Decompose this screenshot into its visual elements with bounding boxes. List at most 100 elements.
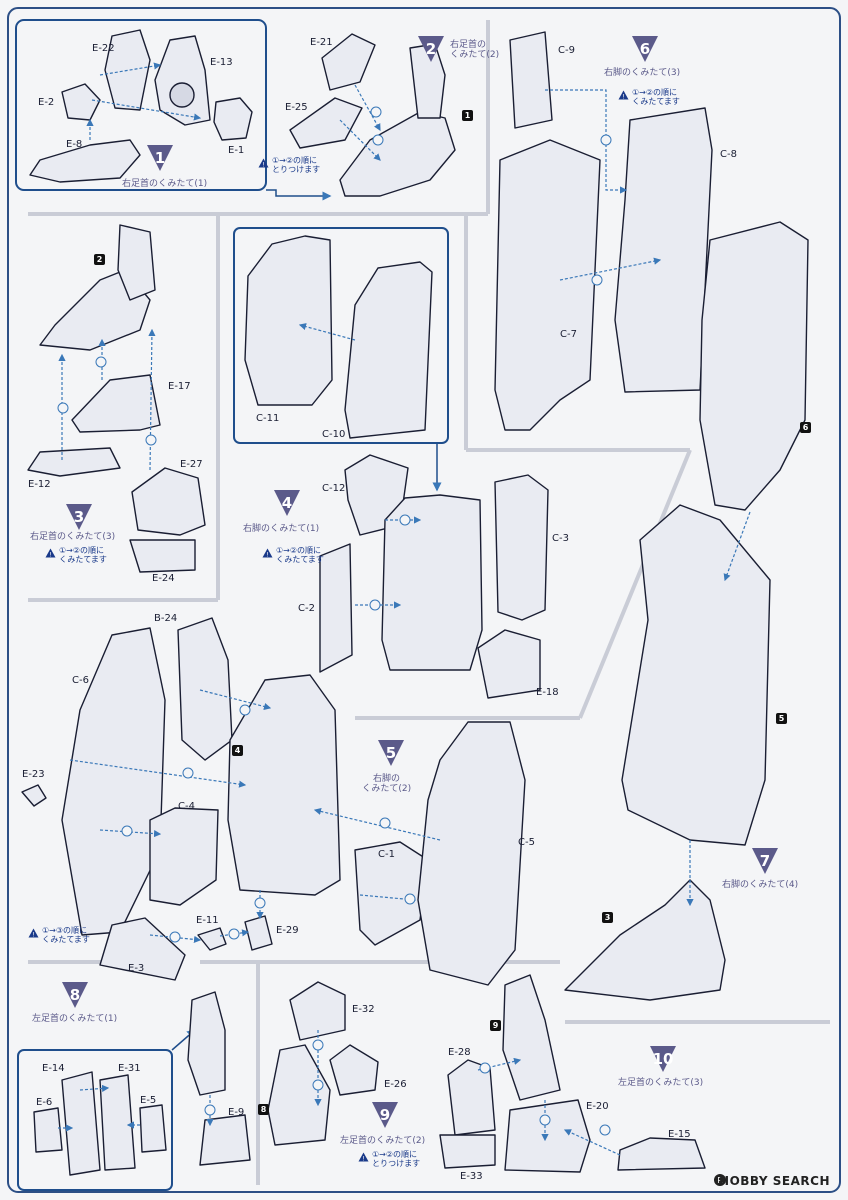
step-number: 7 bbox=[759, 852, 771, 870]
step-reference-marker: 5 bbox=[776, 713, 787, 724]
part-label: E-21 bbox=[310, 37, 333, 48]
part-label: C-6 bbox=[72, 675, 89, 686]
step-number-badge: 4 bbox=[270, 488, 304, 518]
part-label: C-10 bbox=[322, 429, 346, 440]
step-title: 右足首の くみたて(2) bbox=[450, 40, 500, 61]
part-label: E-20 bbox=[586, 1101, 609, 1112]
warning-icon: ! bbox=[618, 90, 629, 100]
step-number-badge: 6 bbox=[628, 34, 662, 64]
part-label: C-5 bbox=[518, 837, 535, 848]
warning-icon: ! bbox=[45, 548, 56, 558]
part-label: E-17 bbox=[168, 381, 191, 392]
part-label: C-8 bbox=[720, 149, 737, 160]
step-number: 9 bbox=[379, 1106, 391, 1124]
step-number-badge: 5 bbox=[374, 738, 408, 768]
svg-text:!: ! bbox=[262, 162, 264, 168]
step-title: 左足首のくみたて(2) bbox=[340, 1136, 426, 1146]
warning-icon: ! bbox=[358, 1152, 369, 1162]
step-reference-marker: 6 bbox=[800, 422, 811, 433]
part-label: E-27 bbox=[180, 459, 203, 470]
note-text: ①→②の順に くみたてます bbox=[59, 546, 107, 565]
step-title: 左足首のくみたて(3) bbox=[618, 1078, 704, 1088]
part-label: E-26 bbox=[384, 1079, 407, 1090]
assembly-note: ! ①→②の順に とりつけます bbox=[258, 156, 320, 174]
step-title: 右脚の くみたて(2) bbox=[362, 774, 412, 795]
part-label: E-18 bbox=[536, 687, 559, 698]
step-number-badge: 10 bbox=[646, 1044, 680, 1074]
part-label: C-3 bbox=[552, 533, 569, 544]
step-title: 右足首のくみたて(1) bbox=[122, 179, 208, 189]
part-label: E-3 bbox=[128, 963, 145, 974]
svg-text:!: ! bbox=[49, 552, 51, 558]
step-title: 左足首のくみたて(1) bbox=[32, 1014, 118, 1024]
part-label: E-13 bbox=[210, 57, 233, 68]
note-text: ①→③の順に くみたてます bbox=[42, 926, 90, 945]
part-label: C-12 bbox=[322, 483, 346, 494]
part-label: C-11 bbox=[256, 413, 280, 424]
step-number-badge: 2 bbox=[414, 34, 448, 64]
step-title: 右脚のくみたて(4) bbox=[722, 880, 799, 890]
step-number-badge: 1 bbox=[143, 143, 177, 173]
svg-text:!: ! bbox=[362, 1156, 364, 1162]
warning-icon: ! bbox=[28, 928, 39, 938]
svg-text:R: R bbox=[717, 1176, 723, 1185]
part-label: E-14 bbox=[42, 1063, 65, 1074]
note-text: ①→②の順に くみたてます bbox=[276, 546, 324, 565]
assembly-note: ! ①→②の順に くみたてます bbox=[262, 546, 324, 564]
part-label: E-23 bbox=[22, 769, 45, 780]
part-label: C-7 bbox=[560, 329, 577, 340]
warning-icon: ! bbox=[258, 158, 269, 168]
part-label: E-24 bbox=[152, 573, 175, 584]
part-label: E-9 bbox=[228, 1107, 245, 1118]
step-title: 右脚のくみたて(3) bbox=[604, 68, 681, 78]
step-number: 5 bbox=[385, 744, 397, 762]
svg-text:!: ! bbox=[266, 552, 268, 558]
step-number-badge: 9 bbox=[368, 1100, 402, 1130]
part-label: E-5 bbox=[140, 1095, 157, 1106]
part-label: E-11 bbox=[196, 915, 219, 926]
step-number: 10 bbox=[652, 1050, 674, 1068]
part-label: C-4 bbox=[178, 801, 195, 812]
assembly-note: ! ①→②の順に とりつけます bbox=[358, 1150, 420, 1168]
part-label: E-25 bbox=[285, 102, 308, 113]
svg-text:!: ! bbox=[622, 94, 624, 100]
part-label: E-6 bbox=[36, 1097, 53, 1108]
step-number: 1 bbox=[154, 149, 166, 167]
warning-icon: ! bbox=[262, 548, 273, 558]
part-label: C-1 bbox=[378, 849, 395, 860]
step-title: 右脚のくみたて(1) bbox=[243, 524, 320, 534]
step-number: 6 bbox=[639, 40, 651, 58]
step-number-badge: 7 bbox=[748, 846, 782, 876]
part-label: E-12 bbox=[28, 479, 51, 490]
note-text: ①→②の順に とりつけます bbox=[372, 1150, 421, 1169]
part-label: E-32 bbox=[352, 1004, 375, 1015]
assembly-note: ! ①→②の順に くみたてます bbox=[618, 88, 680, 106]
svg-text:!: ! bbox=[32, 932, 34, 938]
step-number-badge: 3 bbox=[62, 502, 96, 532]
part-label: E-2 bbox=[38, 97, 55, 108]
part-label: E-15 bbox=[668, 1129, 691, 1140]
part-label: E-8 bbox=[66, 139, 83, 150]
step-reference-marker: 9 bbox=[490, 1020, 501, 1031]
part-label: B-24 bbox=[154, 613, 178, 624]
assembly-note: ! ①→③の順に くみたてます bbox=[28, 926, 90, 944]
part-label: E-28 bbox=[448, 1047, 471, 1058]
part-label: C-9 bbox=[558, 45, 575, 56]
step-reference-marker: 1 bbox=[462, 110, 473, 121]
part-label: E-31 bbox=[118, 1063, 141, 1074]
assembly-note: ! ①→②の順に くみたてます bbox=[45, 546, 107, 564]
note-text: ①→②の順に くみたてます bbox=[632, 88, 680, 107]
part-label: E-33 bbox=[460, 1171, 483, 1182]
step-number: 2 bbox=[425, 40, 437, 58]
part-label: E-22 bbox=[92, 43, 115, 54]
part-label: E-1 bbox=[228, 145, 245, 156]
step-number: 3 bbox=[73, 508, 85, 526]
part-label: C-2 bbox=[298, 603, 315, 614]
step-number-badge: 8 bbox=[58, 980, 92, 1010]
step-number: 8 bbox=[69, 986, 81, 1004]
note-text: ①→②の順に とりつけます bbox=[272, 156, 321, 175]
step-reference-marker: 8 bbox=[258, 1104, 269, 1115]
step-reference-marker: 2 bbox=[94, 254, 105, 265]
step-title: 右足首のくみたて(3) bbox=[30, 532, 116, 542]
